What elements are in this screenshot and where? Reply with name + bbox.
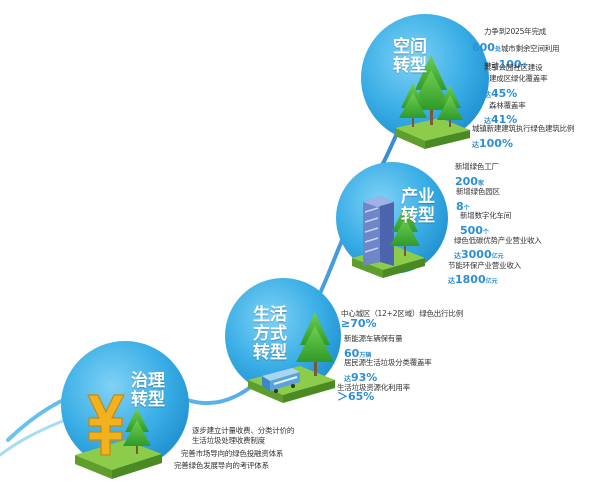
governance-item-2-text: 完善市场导向的绿色投融资体系 [181,449,284,458]
governance-item-1-text: 逐步建立计量收费、分类计价的 [192,426,295,435]
space-item-4-line2: 达41% [484,108,517,127]
industry-item-4-unit: 亿元 [491,253,504,260]
life-item-2-line2: 60万辆 [344,342,371,361]
life-item-3-line2: 达93% [344,366,377,385]
life-item-2-value: 60 [344,347,360,360]
tree-icon [437,85,463,127]
tree-icon [390,205,420,256]
industry-item-5-value: 1800 [455,273,486,286]
tree-icon [296,312,334,376]
industry-title: 产业 转型 [401,187,435,226]
space-item-2-text2: 共享公园社区建设 [484,63,543,72]
space-item-3-line2: 达45% [484,82,517,101]
life-item-1-text: 中心城区（12+2区域）绿色出行比例 [341,309,463,318]
space-item-2-value: 100 [498,58,522,71]
industry-item-3-text: 新增数字化车间 [460,211,512,220]
industry-item-2-unit: 个 [463,205,470,212]
life-item-2-unit: 万辆 [359,352,372,359]
industry-item-2-text: 新增绿色园区 [456,187,500,196]
space-item-5-prefix: 达 [472,141,479,149]
space-item-2-text: 推动 [484,61,499,70]
space-item-4-prefix: 达 [484,117,491,125]
life-item-3-text: 居民源生活垃圾分类覆盖率 [344,358,432,367]
industry-item-2-line2: 8个 [456,195,470,214]
industry-item-4-line2: 达3000亿元 [454,243,504,262]
governance-title: 治理 转型 [131,371,165,410]
industry-item-4-prefix: 达 [454,252,461,260]
life-item-4-value: ＞65% [337,390,375,403]
industry-item-5-text: 节能环保产业营业收入 [448,261,521,270]
tree-icon [399,83,427,127]
space-item-3-value: 45% [491,87,518,100]
industry-item-3-unit: 个 [482,229,489,236]
industry-item-1-value: 200 [455,175,478,188]
bus-icon [262,368,300,393]
life-item-1-value: ≥70% [341,317,377,330]
space-ground [395,118,470,149]
progress-curve-tail [0,416,72,457]
industry-item-3-line2: 500个 [460,219,489,238]
life-item-3-prefix: 达 [344,375,351,383]
industry-item-3-value: 500 [460,224,483,237]
space-item-3-text: 建成区绿化覆盖率 [489,74,548,83]
industry-item-2-value: 8 [456,200,464,213]
life-title: 生活 方式 转型 [253,305,287,363]
life-item-4-text: 生活垃圾资源化利用率 [337,383,410,392]
space-item-2: 推动100个 [484,53,528,72]
space-item-5-line2: 达100% [472,132,513,151]
industry-item-1-unit: 家 [477,180,484,187]
space-item-4-value: 41% [491,113,518,126]
space-item-1-line2: 600处城市剩余空间利用 [472,36,560,55]
industry-item-5-line2: 达1800亿元 [448,268,498,287]
yuan-icon [87,394,125,456]
industry-item-5-unit: 亿元 [485,278,498,285]
space-item-1-text2: 城市剩余空间利用 [500,44,560,53]
industry-item-1-line2: 200家 [455,170,484,189]
space-item-5-value: 100% [479,137,513,150]
industry-item-1-text: 新增绿色工厂 [455,162,499,171]
space-item-5-text: 城镇新建建筑执行绿色建筑比例 [472,124,575,133]
space-title: 空间 转型 [393,37,427,76]
space-item-4-text: 森林覆盖率 [489,101,526,110]
space-item-1-unit: 处 [494,46,501,53]
life-circle [225,278,341,394]
life-item-2-text: 新能源车辆保有量 [344,334,403,343]
space-item-1-text: 力争到2025年完成 [484,27,547,36]
governance-item-3-text: 完善绿色发展导向的考评体系 [174,461,269,470]
space-item-3-prefix: 达 [484,91,491,99]
governance-item-1-text2: 生活垃圾处理收费制度 [192,436,265,445]
space-item-2-unit: 个 [521,63,528,70]
space-item-1-value: 600 [472,41,495,54]
building-icon [363,196,394,266]
industry-item-4-text: 绿色低碳优势产业营业收入 [454,236,542,245]
tree-icon [123,408,151,454]
governance-ground [75,440,162,479]
life-item-3-value: 93% [351,371,378,384]
industry-item-5-prefix: 达 [448,277,455,285]
industry-item-4-value: 3000 [461,248,492,261]
